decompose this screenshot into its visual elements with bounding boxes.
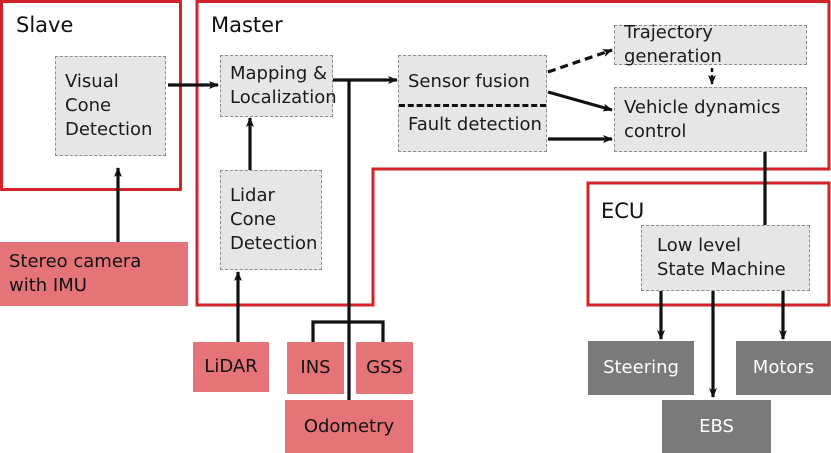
steering-actuator-node: Steering xyxy=(588,341,694,395)
trajectory-generation-label: Trajectory generation xyxy=(624,22,722,67)
ecu-region-border xyxy=(586,181,831,307)
stereo-camera-label: Stereo camera with IMU xyxy=(9,251,142,296)
ecu-title: ECU xyxy=(601,199,645,223)
ins-sensor-node: INS xyxy=(287,342,344,394)
motors-actuator-node: Motors xyxy=(736,341,831,395)
lidar-cone-detection-node: Lidar Cone Detection xyxy=(220,170,322,270)
edge-fusion-to-vehicle xyxy=(547,90,613,112)
low-level-state-machine-node: Low level State Machine xyxy=(641,225,810,291)
ebs-actuator-label: EBS xyxy=(699,415,734,437)
lidar-sensor-node: LiDAR xyxy=(193,342,269,392)
gss-sensor-label: GSS xyxy=(366,357,403,379)
ins-sensor-label: INS xyxy=(300,357,331,379)
stereo-camera-node: Stereo camera with IMU xyxy=(0,242,188,306)
fault-detection-label: Fault detection xyxy=(408,113,542,135)
sensor-fusion-node: Sensor fusion Fault detection xyxy=(398,55,547,152)
vehicle-dynamics-control-node: Vehicle dynamics control xyxy=(614,87,807,152)
odometry-sensor-node: Odometry xyxy=(285,400,413,453)
gss-sensor-node: GSS xyxy=(356,342,413,394)
edge-ins-gss-bracket xyxy=(311,320,385,342)
master-region-border xyxy=(195,0,831,307)
motors-actuator-label: Motors xyxy=(752,357,815,379)
master-title: Master xyxy=(211,13,283,37)
mapping-localization-node: Mapping & Localization xyxy=(220,55,337,117)
visual-cone-detection-label: Visual Cone Detection xyxy=(65,71,153,140)
lidar-cone-detection-label: Lidar Cone Detection xyxy=(230,185,318,254)
fusion-fault-separator xyxy=(399,104,546,107)
lidar-sensor-label: LiDAR xyxy=(204,356,258,378)
visual-cone-detection-node: Visual Cone Detection xyxy=(55,56,166,156)
mapping-localization-label: Mapping & Localization xyxy=(230,63,337,108)
steering-actuator-label: Steering xyxy=(603,357,679,379)
odometry-sensor-label: Odometry xyxy=(303,415,395,437)
sensor-fusion-label: Sensor fusion xyxy=(408,71,530,92)
ebs-actuator-node: EBS xyxy=(662,400,771,453)
trajectory-generation-node: Trajectory generation xyxy=(614,22,807,67)
vehicle-dynamics-control-label: Vehicle dynamics control xyxy=(624,96,781,142)
low-level-state-machine-label: Low level State Machine xyxy=(657,235,786,280)
slave-title: Slave xyxy=(16,13,74,37)
slave-region-border xyxy=(0,0,182,191)
edge-fusion-to-trajectory xyxy=(547,48,613,74)
